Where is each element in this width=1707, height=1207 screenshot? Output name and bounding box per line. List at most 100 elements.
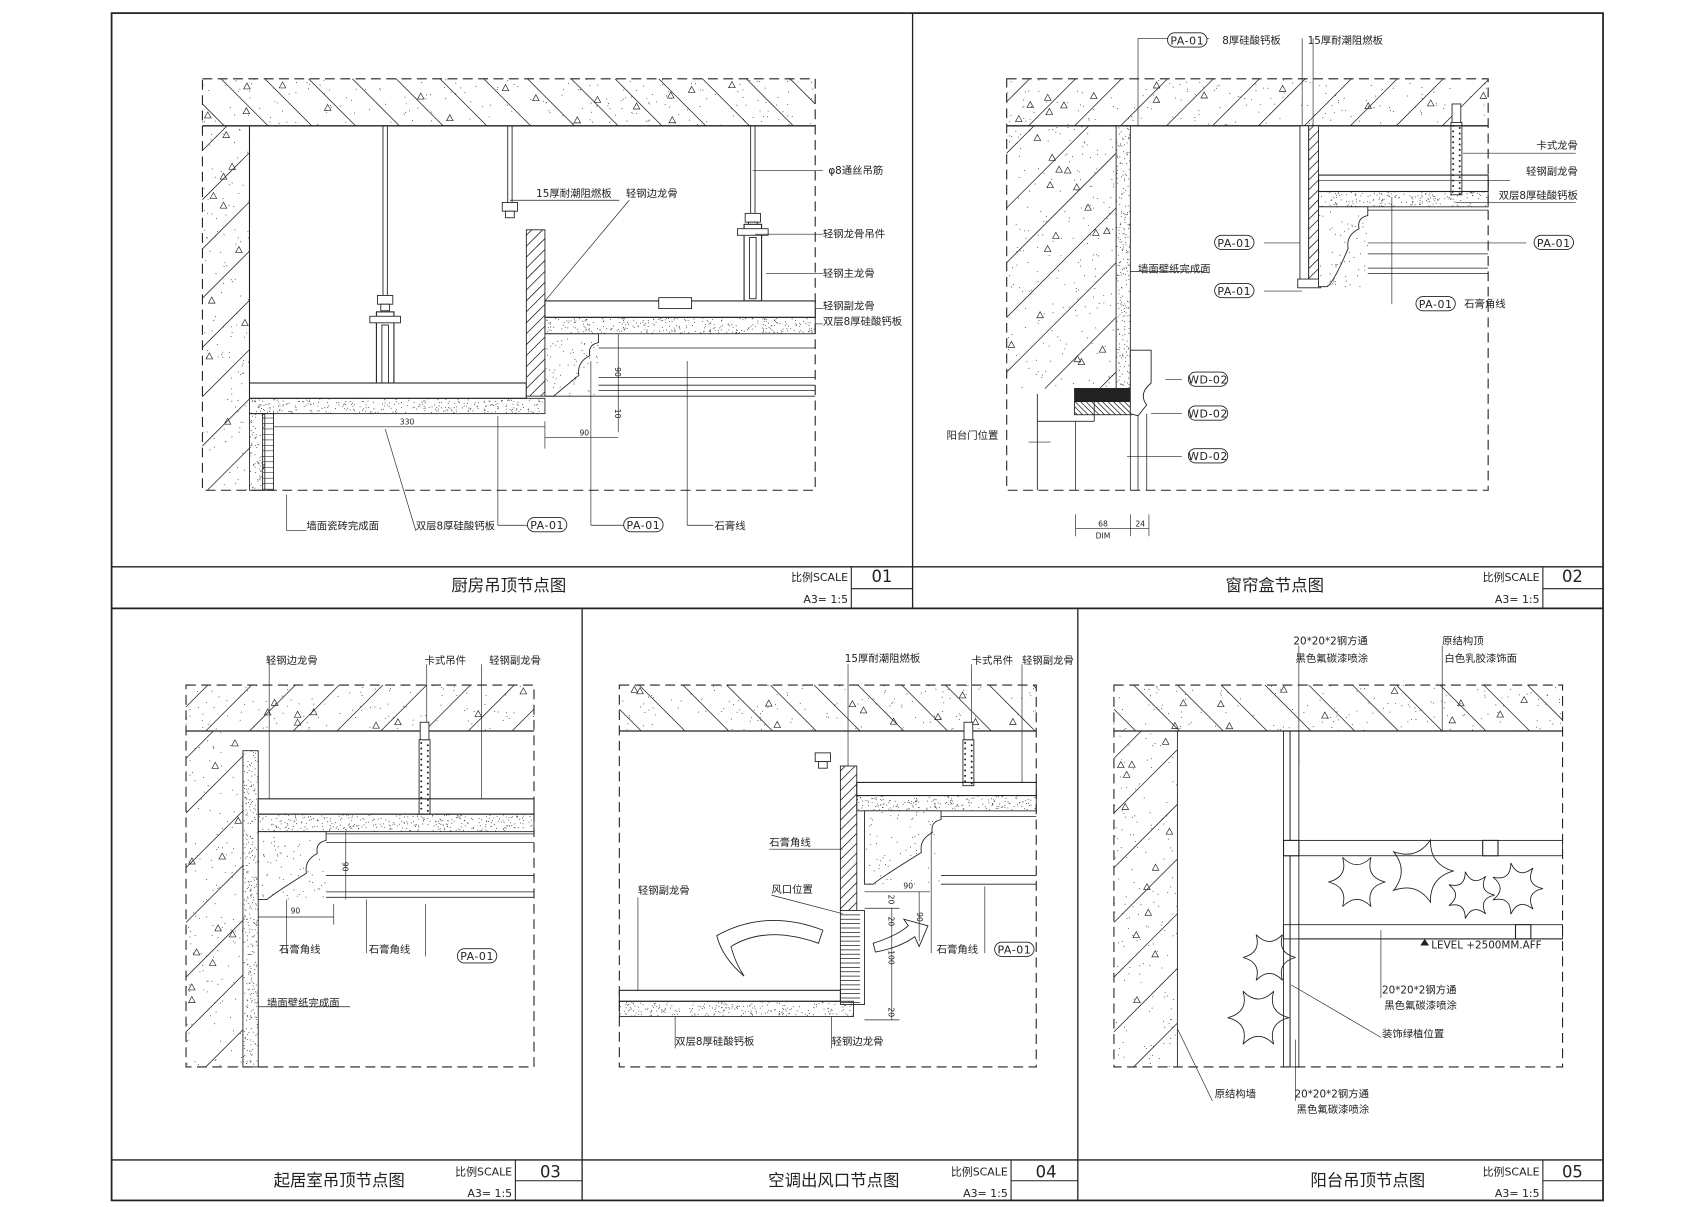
stipple bbox=[298, 844, 300, 846]
stipple bbox=[1121, 709, 1123, 710]
stud-hole bbox=[1452, 146, 1455, 149]
stipple bbox=[345, 401, 347, 402]
stipple bbox=[519, 685, 521, 687]
stipple bbox=[244, 877, 246, 879]
stipple bbox=[331, 822, 333, 824]
stipple bbox=[207, 350, 209, 352]
stipple bbox=[1027, 206, 1029, 208]
stipple bbox=[407, 404, 409, 406]
stipple bbox=[1052, 129, 1053, 131]
stipple bbox=[390, 407, 392, 409]
stipple bbox=[1148, 704, 1150, 706]
stipple bbox=[247, 791, 249, 793]
stipple bbox=[417, 107, 419, 109]
stipple bbox=[812, 88, 814, 90]
stipple bbox=[1111, 146, 1113, 148]
stipple bbox=[439, 819, 441, 821]
stipple bbox=[767, 116, 769, 118]
stipple bbox=[1334, 707, 1336, 709]
aggregate-mark bbox=[1116, 760, 1125, 768]
stipple bbox=[951, 797, 953, 799]
stipple bbox=[1092, 196, 1094, 198]
gypsum-cornice bbox=[257, 831, 327, 900]
stipple bbox=[703, 1005, 705, 1007]
stipple bbox=[399, 815, 401, 817]
stipple bbox=[316, 825, 318, 827]
stipple bbox=[1172, 86, 1174, 88]
stipple bbox=[1176, 784, 1178, 786]
stipple bbox=[250, 784, 252, 786]
aggregate-mark bbox=[593, 95, 602, 103]
stipple bbox=[1123, 1026, 1125, 1028]
stipple bbox=[1168, 1022, 1170, 1024]
stipple bbox=[753, 1006, 755, 1008]
annotation-label: 原结构墙 bbox=[1215, 1088, 1257, 1101]
stipple bbox=[266, 875, 268, 877]
stipple bbox=[799, 702, 801, 704]
stipple bbox=[231, 388, 233, 390]
stipple bbox=[784, 325, 786, 327]
stipple bbox=[1398, 196, 1400, 198]
stipple bbox=[223, 428, 225, 430]
stipple bbox=[1379, 197, 1381, 199]
stipple bbox=[374, 706, 376, 708]
stipple bbox=[1400, 201, 1402, 203]
stipple bbox=[569, 392, 571, 394]
stipple bbox=[1059, 133, 1061, 135]
stipple bbox=[1123, 228, 1125, 230]
stipple bbox=[445, 97, 447, 99]
hanger-nut bbox=[744, 212, 761, 223]
stipple bbox=[1117, 264, 1119, 266]
stipple bbox=[348, 824, 350, 826]
stipple bbox=[255, 966, 257, 968]
stipple bbox=[1152, 745, 1154, 747]
line bbox=[1120, 78, 1168, 127]
dimension-text: 20 bbox=[887, 917, 896, 927]
line bbox=[840, 842, 858, 860]
stipple bbox=[632, 1010, 634, 1012]
material-tag: PA-01 bbox=[1537, 237, 1571, 250]
stipple bbox=[535, 404, 537, 406]
stipple bbox=[1089, 312, 1091, 314]
stipple bbox=[607, 105, 609, 107]
stipple bbox=[1124, 221, 1126, 223]
stipple bbox=[1406, 95, 1408, 97]
stipple bbox=[1429, 192, 1431, 194]
stud-hole bbox=[426, 749, 429, 752]
stipple bbox=[1019, 228, 1021, 230]
stipple bbox=[1048, 255, 1050, 257]
stipple bbox=[1383, 198, 1385, 200]
stipple bbox=[255, 401, 257, 403]
stipple bbox=[458, 817, 460, 819]
stipple bbox=[721, 329, 723, 331]
stipple bbox=[1229, 92, 1231, 94]
stipple bbox=[1023, 105, 1025, 107]
stipple bbox=[677, 1014, 679, 1015]
stipple bbox=[1124, 135, 1126, 137]
stipple bbox=[284, 814, 286, 816]
stipple bbox=[219, 812, 221, 814]
stipple bbox=[1472, 192, 1474, 194]
line bbox=[840, 813, 858, 831]
stipple bbox=[230, 279, 232, 281]
stipple bbox=[1067, 102, 1069, 104]
stipple bbox=[1175, 97, 1177, 99]
stipple bbox=[410, 830, 411, 832]
stipple bbox=[616, 329, 618, 331]
stipple bbox=[377, 411, 379, 413]
stipple bbox=[203, 791, 205, 793]
stipple bbox=[1392, 87, 1394, 89]
stipple bbox=[1104, 153, 1106, 155]
stipple bbox=[1220, 694, 1222, 696]
stipple bbox=[342, 827, 344, 829]
stipple bbox=[259, 107, 261, 109]
stipple bbox=[1378, 205, 1380, 207]
stipple bbox=[251, 981, 253, 983]
stipple bbox=[246, 812, 248, 814]
stipple bbox=[684, 320, 686, 322]
stipple bbox=[456, 411, 458, 413]
stipple bbox=[252, 992, 254, 994]
stipple bbox=[1018, 197, 1020, 199]
stipple bbox=[1157, 893, 1159, 895]
stipple bbox=[1072, 156, 1074, 158]
